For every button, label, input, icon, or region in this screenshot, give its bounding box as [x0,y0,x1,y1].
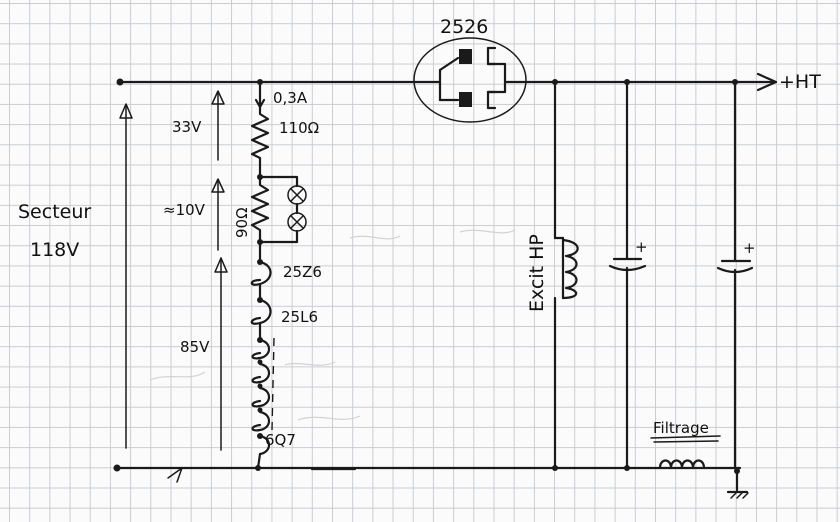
capacitor-1-plus: + [635,238,648,256]
drop-10v-label: ≈10V [163,201,206,219]
resistor-90 [250,174,270,245]
ground-symbol [726,469,749,499]
filter-capacitor-1 [608,80,647,470]
tube-6q7-label: 6Q7 [265,431,296,449]
rectifier-tube [413,37,527,123]
heater-chain [250,240,272,470]
drop-85v-label: 85V [180,338,210,356]
series-branch [254,80,266,110]
voltage-arrow-10v [211,178,225,251]
mains-voltage-arrow [119,103,133,449]
current-label: 0,3A [273,89,308,107]
field-coil-label: Excit HP [526,234,548,312]
pilot-lamps [258,175,307,244]
top-rail [116,78,777,86]
ht-label: +HT [779,71,821,93]
tube-group-dashed-line [271,337,275,431]
resistor-90-label: 90Ω [233,207,251,238]
filter-choke [650,435,721,470]
mains-voltage-label: 118V [30,239,79,261]
filter-capacitor-2 [716,80,754,474]
resistor-110 [250,106,270,177]
ht-output-arrow [756,72,778,92]
drop-33v-label: 33V [172,118,202,136]
tube-25l6-label: 25L6 [281,308,318,326]
mains-label: Secteur [18,201,91,223]
voltage-arrow-33v [211,90,225,161]
capacitor-2-plus: + [743,239,756,257]
bottom-rail [113,464,742,472]
mains-switch [163,466,197,483]
rectifier-label: 2526 [440,16,488,38]
field-coil [553,80,579,470]
voltage-arrow-85v [214,257,228,451]
tube-25z6-label: 25Z6 [283,263,322,281]
filter-choke-label: Filtrage [653,419,709,437]
paper-bleed-through [149,229,516,421]
resistor-110-label: 110Ω [279,119,319,137]
